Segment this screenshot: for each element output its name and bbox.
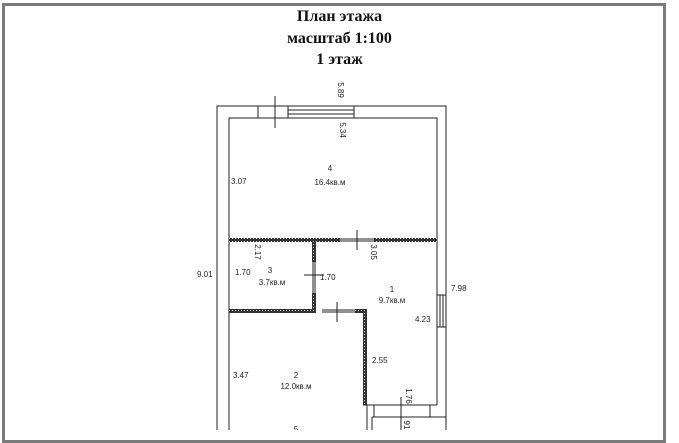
doors-and-fixtures — [304, 230, 447, 430]
room-5-number: 5 — [294, 425, 299, 430]
partitions — [229, 238, 437, 405]
room-2-number: 2 — [294, 371, 299, 380]
dim-right-outer: 7.98 — [451, 284, 467, 293]
dim-room2-side: 3.47 — [233, 371, 249, 380]
dim-room1-side: 4.23 — [415, 315, 431, 324]
room-1-area: 9.7кв.м — [379, 296, 406, 305]
dim-room1-top: 3.05 — [369, 244, 378, 260]
right-window — [436, 294, 447, 328]
dim-room3-height: 2.17 — [253, 244, 262, 260]
dim-bottom-b: 91 — [402, 421, 411, 430]
room-1-number: 1 — [390, 285, 395, 294]
dim-bottom-a: 1.76 — [404, 388, 413, 404]
floor-plan: 5.89 5.34 4 16.4кв.м 3.07 2.17 3.05 9.01… — [197, 82, 467, 430]
outer-wall — [216, 105, 447, 430]
plan-title: План этажа — [296, 8, 383, 25]
dim-room1-inner: 2.55 — [372, 356, 388, 365]
plan-scale: масштаб 1:100 — [287, 30, 392, 47]
room-3-area: 3.7кв.м — [259, 278, 286, 287]
top-window — [287, 105, 355, 119]
plan-floor: 1 этаж — [316, 51, 363, 68]
dim-top-inner: 5.34 — [338, 122, 347, 138]
dim-top-outer: 5.89 — [336, 82, 345, 98]
room-4-area: 16.4кв.м — [314, 178, 345, 187]
dim-left-outer: 9.01 — [197, 270, 213, 279]
dim-room4-side: 3.07 — [231, 177, 247, 186]
dim-room3-width: 1.70 — [235, 268, 251, 277]
dim-room3-door: 1.70 — [320, 273, 336, 282]
room-2-area: 12.0кв.м — [280, 382, 311, 391]
room-3-number: 3 — [268, 266, 273, 275]
room-4-number: 4 — [328, 164, 333, 173]
